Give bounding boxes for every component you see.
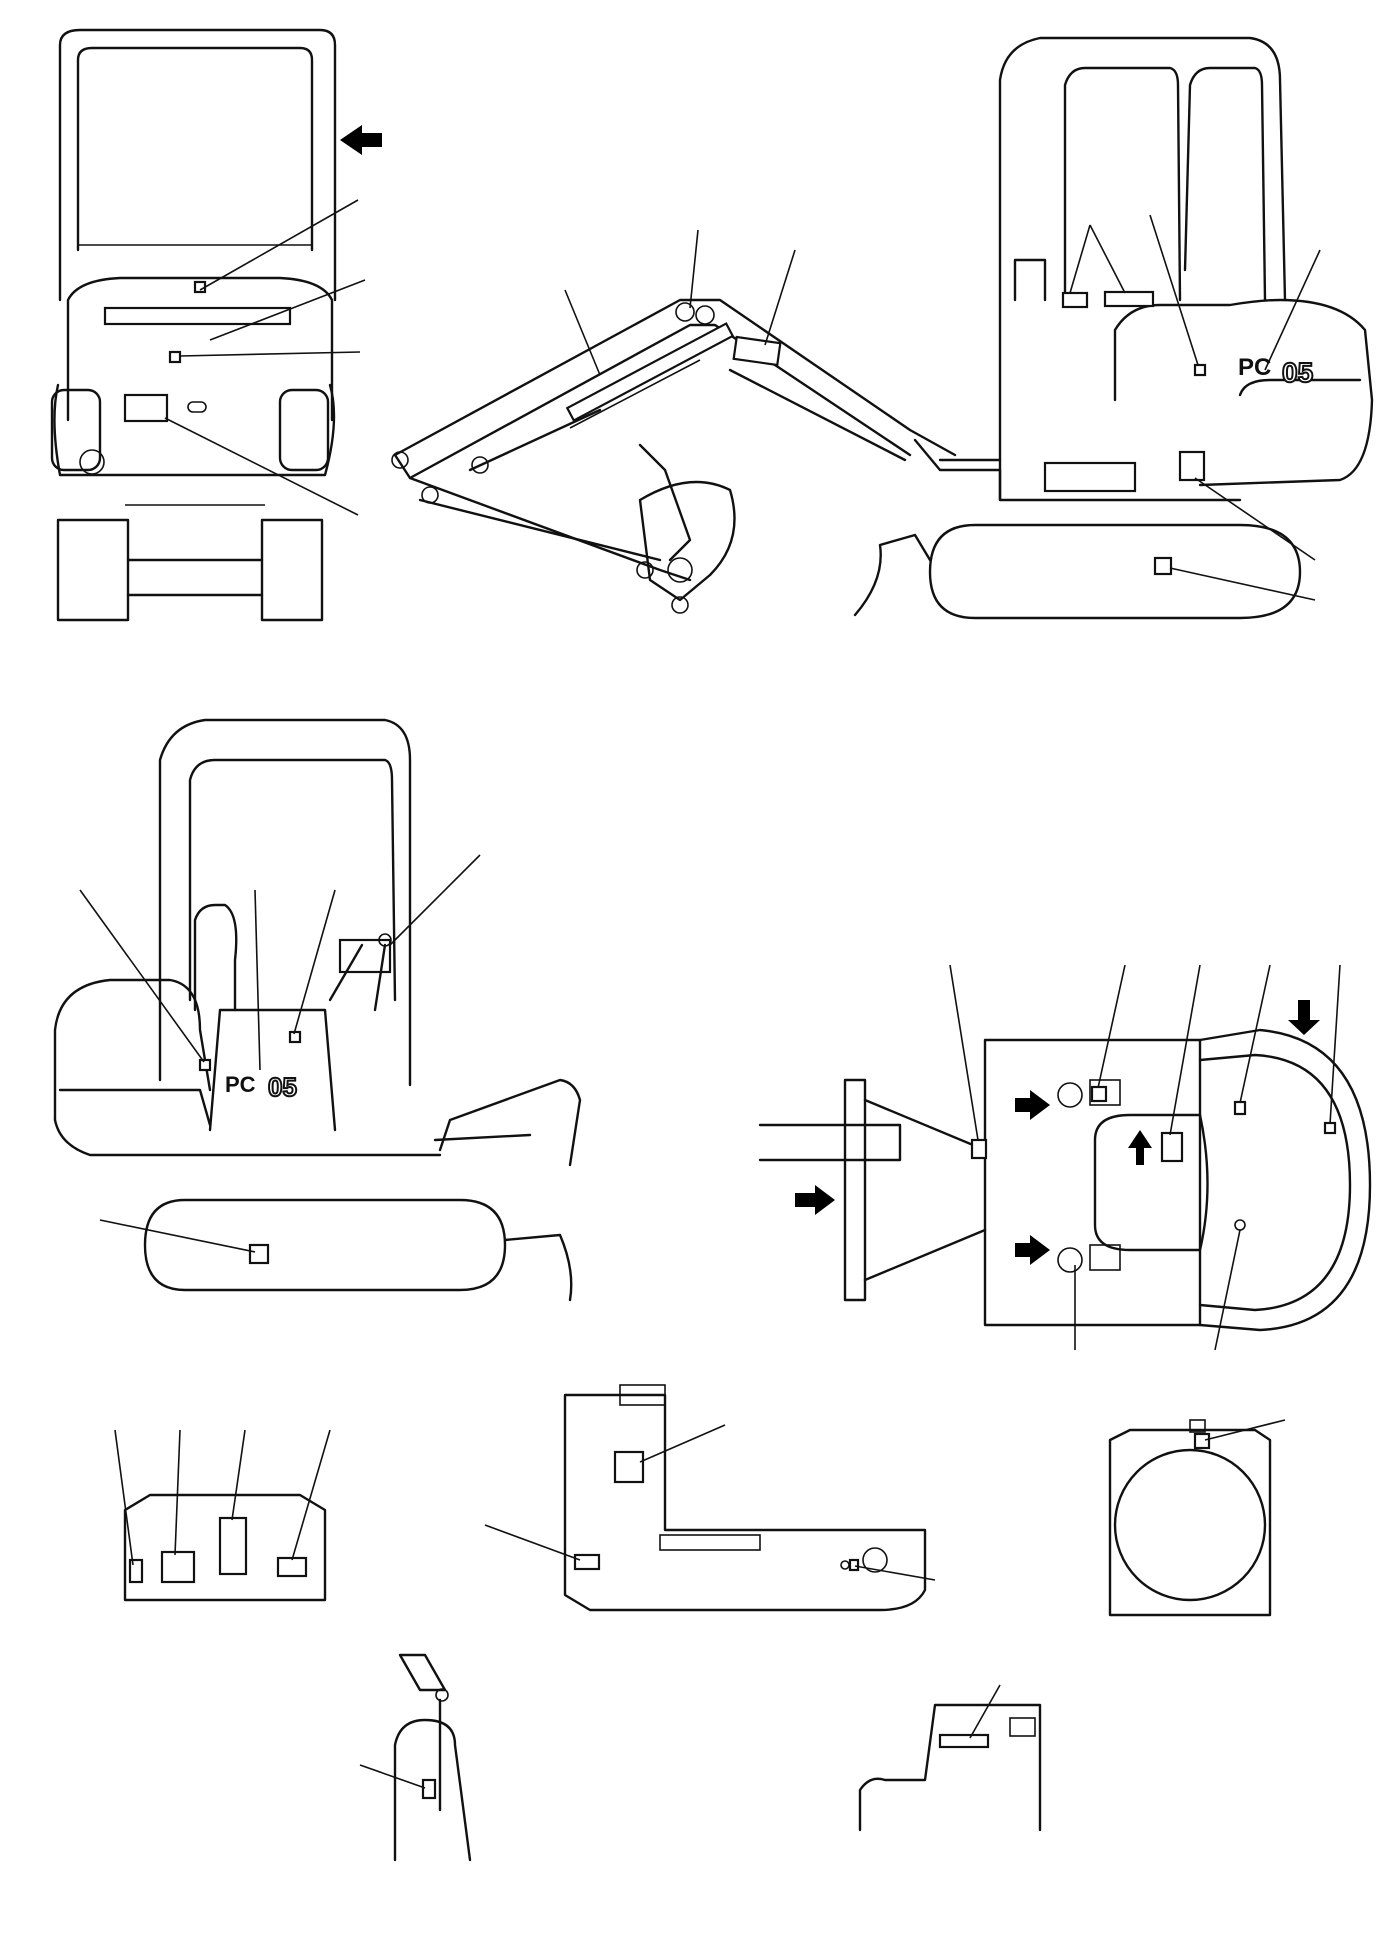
left-side-view: PC 05 [53,718,582,1302]
left-console-decal [288,1030,302,1044]
front-decal-box [123,393,169,423]
left-track [143,1198,507,1292]
cab-decal-2 [1103,290,1155,308]
top-decal-5 [970,1138,988,1160]
top-decal-1 [1090,1085,1108,1103]
track-decal-right [1153,556,1173,576]
lever-decal [421,1778,437,1800]
logo-number-right: 05 [1282,357,1313,388]
direction-arrow-icon [340,125,382,155]
lower-decal-2 [1178,450,1206,482]
top-view [758,964,1372,1351]
detail-fuel-tank [858,1684,1042,1832]
hood-decal-3 [848,1558,860,1572]
front-view [50,28,382,622]
box-decal-1 [128,1558,144,1584]
left-body-decal [198,1058,212,1072]
logo-prefix-left: PC [225,1072,256,1097]
arm-decal-long [565,322,735,422]
direction-arrow-icon [795,1185,835,1215]
hood-decal-1 [613,1450,645,1484]
lower-decal-1 [1043,461,1137,493]
front-decal-small-1 [193,280,207,294]
direction-arrow-icon [1015,1090,1050,1120]
hood-decal-2 [573,1553,601,1571]
top-decal-2 [1160,1131,1184,1163]
boom-decal [732,335,782,367]
cab-decal-1 [1061,291,1089,309]
right-track [928,523,1302,620]
top-decal-4 [1323,1121,1337,1135]
detail-battery-box [114,1429,331,1602]
detail-control-lever [359,1653,472,1862]
box-decal-3 [218,1516,248,1576]
tank-decal [938,1733,990,1749]
direction-arrow-icon [1015,1235,1050,1265]
top-decal-3 [1233,1100,1247,1116]
box-decal-2 [160,1550,196,1584]
logo-number-left: 05 [268,1072,297,1102]
front-decal-long [103,306,292,326]
direction-arrow-icon [1128,1130,1152,1165]
detail-radiator [1108,1419,1286,1617]
box-decal-4 [276,1556,308,1578]
cab-decal-3 [1193,363,1207,377]
direction-arrow-icon [1288,1000,1320,1035]
boom-arm-view [391,229,957,614]
front-decal-small-2 [168,350,182,364]
detail-engine-hood [484,1384,936,1612]
right-side-view: PC 05 [853,36,1374,620]
radiator-decal [1193,1432,1211,1450]
track-decal-left [248,1243,270,1265]
